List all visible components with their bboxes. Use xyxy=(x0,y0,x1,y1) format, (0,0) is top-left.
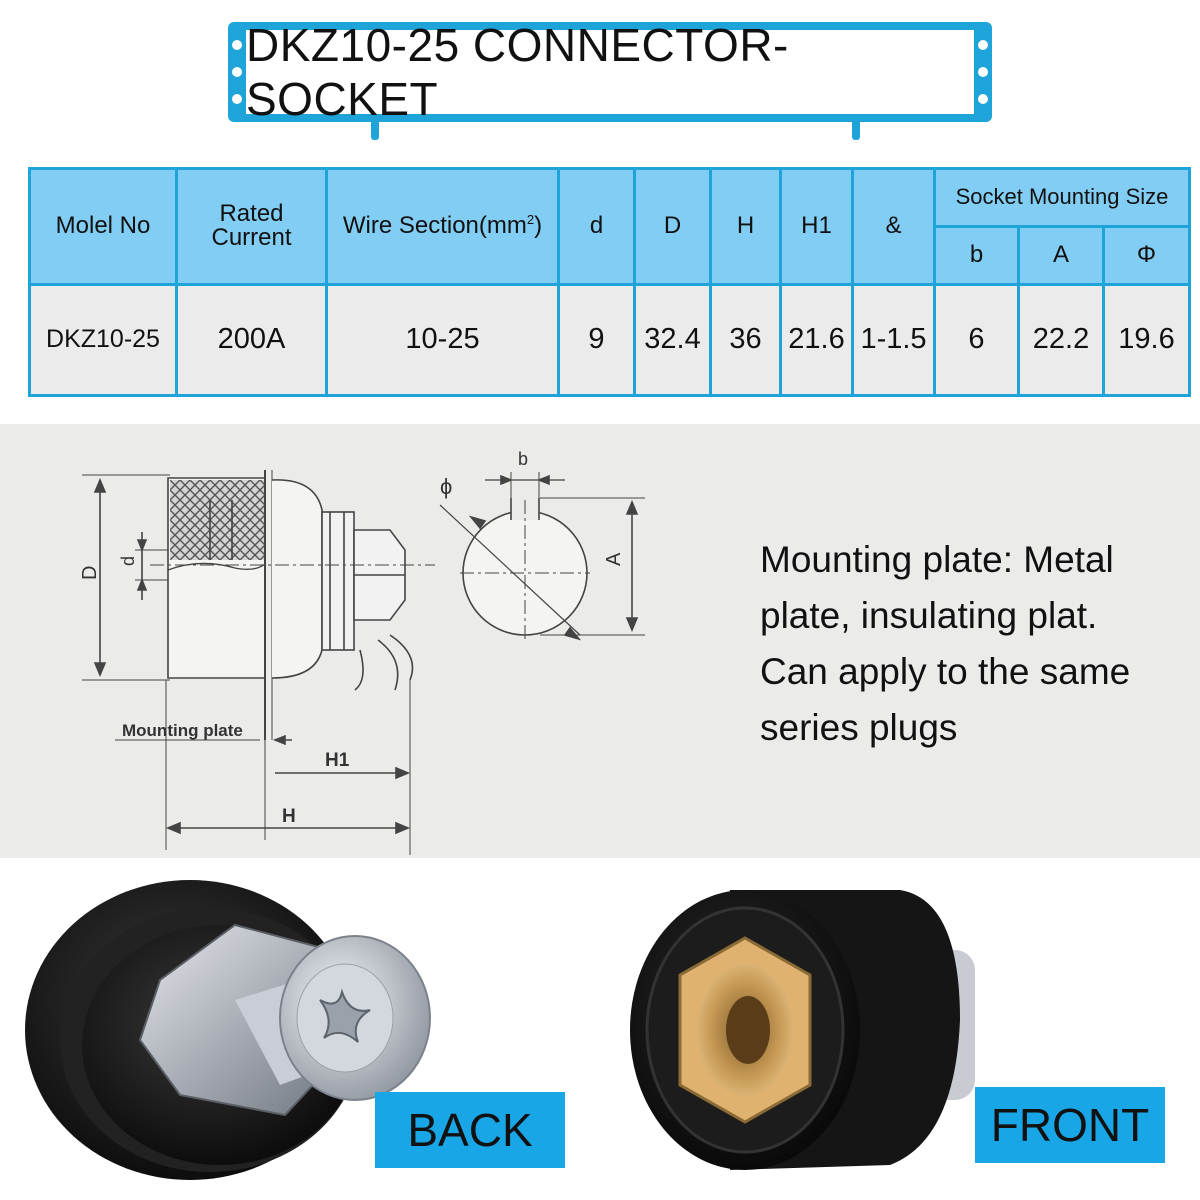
header-amp-label: & xyxy=(885,212,902,240)
page-title: DKZ10-25 CONNECTOR-SOCKET xyxy=(246,19,789,125)
plate-hole xyxy=(978,94,988,104)
diagram-label-H1: H1 xyxy=(325,750,350,771)
description: Mounting plate: Metal plate, insulating … xyxy=(760,532,1190,756)
header-H-label: H xyxy=(736,212,755,240)
diagram-label-phi: ϕ xyxy=(440,474,452,499)
front-photo xyxy=(630,890,975,1170)
plate-hole xyxy=(232,67,242,77)
header-socket-label: Socket Mounting Size xyxy=(955,184,1169,210)
plate-hole xyxy=(232,94,242,104)
description-line: Mounting plate: Metal xyxy=(760,539,1114,580)
header-d: d xyxy=(557,167,636,286)
header-wire-section: Wire Section(mm2) xyxy=(325,167,560,286)
description-line: plate, insulating plat. xyxy=(760,595,1098,636)
header-socket-mounting-size: Socket Mounting Size xyxy=(932,167,1192,228)
cell-d: 9 xyxy=(557,282,636,397)
cell-A: 22.2 xyxy=(1017,282,1105,397)
cell-amp: 1-1.5 xyxy=(851,282,936,397)
header-phi-label: Φ xyxy=(1136,241,1157,269)
header-wire-sup: 2 xyxy=(526,212,535,228)
technical-drawing: D d Mounting plate H1 H ϕ b A xyxy=(79,449,645,855)
header-b-label: b xyxy=(969,241,984,269)
diagram-label-b: b xyxy=(518,449,528,469)
header-model: Molel No xyxy=(28,167,178,286)
back-photo xyxy=(25,880,431,1180)
header-amp: & xyxy=(851,167,936,286)
header-D-label: D xyxy=(663,212,682,240)
title-plate-inner xyxy=(246,30,974,114)
cell-H1: 21.6 xyxy=(779,282,854,397)
header-phi: Φ xyxy=(1101,224,1192,286)
diagram-label-A: A xyxy=(603,552,625,566)
header-D: D xyxy=(633,167,712,286)
cell-b: 6 xyxy=(933,282,1020,397)
front-label: FRONT xyxy=(975,1087,1165,1163)
header-rated-current: Rated Current xyxy=(175,167,328,286)
header-H1: H1 xyxy=(779,167,854,286)
header-rated-line2: Current xyxy=(211,224,292,252)
diagram-label-H: H xyxy=(282,806,296,827)
header-d-label: d xyxy=(589,212,604,240)
header-rated-line1: Rated xyxy=(219,200,284,228)
cell-phi: 19.6 xyxy=(1101,282,1192,397)
header-wire-label: Wire Section(mm xyxy=(342,212,527,240)
diagram-label-D: D xyxy=(79,566,101,580)
cell-H: 36 xyxy=(709,282,782,397)
header-A: A xyxy=(1017,224,1105,286)
header-wire-close: ) xyxy=(534,212,543,240)
description-line: Can apply to the same xyxy=(760,651,1131,692)
cell-D: 32.4 xyxy=(633,282,712,397)
header-A-label: A xyxy=(1052,241,1069,269)
plate-hole xyxy=(232,40,242,50)
header-b: b xyxy=(933,224,1020,286)
plate-foot xyxy=(852,118,860,140)
plate-foot xyxy=(371,118,379,140)
spec-table: Molel No Rated Current Wire Section(mm2)… xyxy=(28,167,1192,397)
cell-wire: 10-25 xyxy=(325,282,560,397)
back-label: BACK xyxy=(375,1092,565,1168)
diagram-label-d: d xyxy=(118,556,138,566)
header-H1-label: H1 xyxy=(801,212,832,240)
diagram-label-mounting-plate: Mounting plate xyxy=(122,721,243,740)
plate-hole xyxy=(978,67,988,77)
plate-hole xyxy=(978,40,988,50)
header-model-label: Molel No xyxy=(55,212,151,240)
header-H: H xyxy=(709,167,782,286)
description-line: series plugs xyxy=(760,707,958,748)
cell-model: DKZ10-25 xyxy=(28,282,178,397)
cell-rated: 200A xyxy=(175,282,328,397)
